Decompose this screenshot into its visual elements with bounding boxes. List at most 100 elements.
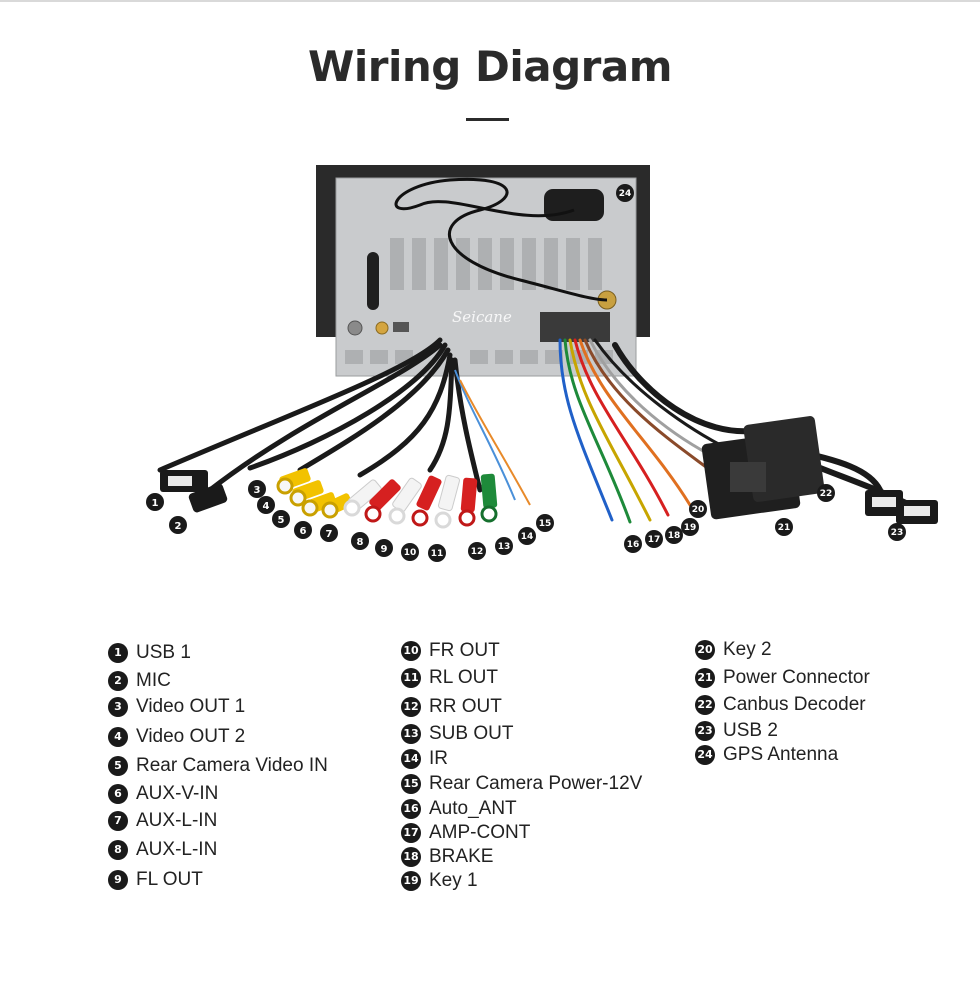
callout-24: 24 — [616, 184, 634, 202]
legend-label: IR — [429, 748, 448, 769]
antenna-jack — [347, 320, 363, 336]
number-badge: 1 — [108, 643, 128, 663]
svg-text:10: 10 — [404, 548, 417, 558]
page-title: Wiring Diagram — [308, 42, 672, 91]
svg-text:17: 17 — [648, 535, 661, 545]
callout-13: 13 — [495, 537, 513, 555]
number-badge: 9 — [108, 870, 128, 890]
callout-4: 4 — [257, 496, 275, 514]
callout-15: 15 — [536, 514, 554, 532]
number-badge: 12 — [401, 697, 421, 717]
gps-antenna — [394, 177, 608, 302]
legend-item: 19 Key 1 — [401, 870, 478, 892]
chassis-vents — [345, 238, 613, 364]
callout-9: 9 — [375, 539, 393, 557]
top-divider — [0, 0, 980, 2]
svg-text:5: 5 — [278, 515, 285, 526]
legend-item: 17 AMP-CONT — [401, 822, 530, 844]
legend-item: 5 Rear Camera Video IN — [108, 755, 328, 777]
usb-port — [393, 322, 409, 332]
legend-label: Video OUT 1 — [136, 696, 246, 717]
number-badge: 23 — [695, 721, 715, 741]
rca-plugs — [276, 468, 498, 529]
left-cable-bundle — [157, 337, 483, 493]
number-badge: 6 — [108, 784, 128, 804]
legend-label: AUX-L-IN — [136, 839, 218, 860]
number-badge: 7 — [108, 811, 128, 831]
legend-label: AMP-CONT — [429, 822, 531, 843]
legend-label: FR OUT — [429, 640, 500, 661]
number-badge: 20 — [695, 640, 715, 660]
callout-3: 3 — [248, 480, 266, 498]
callout-markers: 1 2 3 4 5 6 7 8 9 10 11 12 13 14 15 16 1… — [146, 184, 906, 562]
legend-item: 13 SUB OUT — [401, 723, 513, 745]
svg-text:19: 19 — [684, 523, 697, 533]
legend-label: RL OUT — [429, 667, 498, 688]
callout-18: 18 — [665, 526, 683, 544]
legend-label: RR OUT — [429, 696, 502, 717]
svg-text:14: 14 — [521, 532, 534, 542]
legend-label: USB 1 — [136, 642, 191, 663]
callout-21: 21 — [775, 518, 793, 536]
blue-signal-wire — [454, 369, 516, 501]
callout-5: 5 — [272, 510, 290, 528]
legend-label: USB 2 — [723, 720, 778, 741]
wiring-diagram-illustration: Seicane — [146, 165, 938, 562]
callout-1: 1 — [146, 493, 164, 511]
number-badge: 5 — [108, 756, 128, 776]
number-badge: 13 — [401, 724, 421, 744]
legend-label: FL OUT — [136, 869, 203, 890]
callout-10: 10 — [401, 543, 419, 561]
number-badge: 17 — [401, 823, 421, 843]
callout-16: 16 — [624, 535, 642, 553]
legend-label: AUX-V-IN — [136, 783, 219, 804]
svg-text:15: 15 — [539, 519, 552, 529]
callout-20: 20 — [689, 500, 707, 518]
svg-text:23: 23 — [891, 528, 904, 538]
svg-text:2: 2 — [175, 521, 182, 532]
legend-label: BRAKE — [429, 846, 494, 867]
legend-label: GPS Antenna — [723, 744, 839, 765]
legend-item: 23 USB 2 — [695, 720, 778, 742]
legend-label: AUX-L-IN — [136, 810, 218, 831]
number-badge: 8 — [108, 840, 128, 860]
callout-14: 14 — [518, 527, 536, 545]
number-badge: 4 — [108, 727, 128, 747]
svg-text:4: 4 — [263, 501, 270, 512]
brand-watermark: Seicane — [452, 308, 512, 326]
legend-item: 11 RL OUT — [401, 667, 498, 689]
legend-item: 8 AUX-L-IN — [108, 839, 217, 861]
legend-label: Rear Camera Video IN — [136, 755, 328, 776]
callout-17: 17 — [645, 530, 663, 548]
svg-text:21: 21 — [778, 523, 791, 533]
number-badge: 21 — [695, 668, 715, 688]
number-badge: 14 — [401, 749, 421, 769]
number-badge: 11 — [401, 668, 421, 688]
wifi-antenna — [367, 252, 379, 310]
callout-12: 12 — [468, 542, 486, 560]
svg-text:18: 18 — [668, 531, 681, 541]
svg-text:11: 11 — [431, 549, 444, 559]
radio-jack — [375, 321, 389, 335]
orange-signal-wire — [459, 379, 531, 506]
number-badge: 19 — [401, 871, 421, 891]
legend-item: 21 Power Connector — [695, 667, 870, 689]
svg-text:6: 6 — [300, 526, 307, 537]
legend-label: SUB OUT — [429, 723, 514, 744]
number-badge: 2 — [108, 671, 128, 691]
mic-plug — [188, 483, 228, 513]
callout-2: 2 — [169, 516, 187, 534]
title-underline — [466, 118, 509, 121]
number-badge: 15 — [401, 774, 421, 794]
legend-label: Key 1 — [429, 870, 478, 891]
callout-19: 19 — [681, 518, 699, 536]
callout-11: 11 — [428, 544, 446, 562]
legend-label: Auto_ANT — [429, 798, 517, 819]
main-harness-socket — [540, 312, 610, 342]
svg-text:12: 12 — [471, 547, 484, 557]
legend-label: Power Connector — [723, 667, 870, 688]
